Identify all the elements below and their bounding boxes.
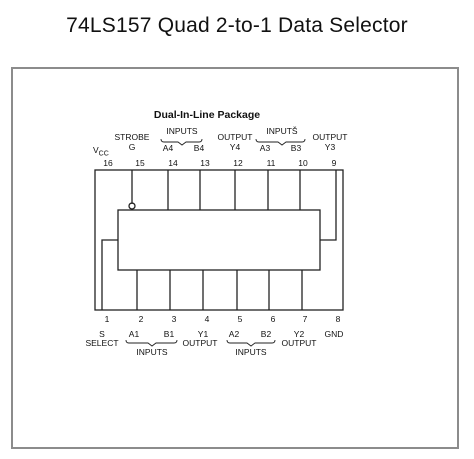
pin-6-label: B2 — [261, 329, 272, 339]
pin-4-label-line: OUTPUT — [183, 338, 218, 348]
pin-1-label-line: SELECT — [85, 338, 118, 348]
pin-4-number: 4 — [205, 314, 210, 324]
pin-12-number: 12 — [233, 158, 243, 168]
pin-7-label-line: OUTPUT — [282, 338, 317, 348]
bottom-inputs-1-brace — [125, 339, 178, 347]
pin-2-number: 2 — [139, 314, 144, 324]
pin-5-number: 5 — [238, 314, 243, 324]
pin-6-number: 6 — [271, 314, 276, 324]
diagram-frame — [11, 67, 459, 449]
pin-9-label-line: OUTPUT — [313, 132, 348, 142]
pin-16-label: VCC — [93, 145, 109, 158]
pin-1-label: S — [99, 329, 105, 339]
package-outline — [94, 169, 344, 311]
chip-body — [117, 209, 321, 271]
bottom-inputs-2-label: INPUTS — [235, 347, 267, 357]
strobe-inversion-bubble — [128, 202, 136, 210]
pin-7-label: Y2 — [294, 329, 305, 339]
pin-16-label-sub: CC — [99, 151, 109, 158]
package-title: Dual-In-Line Package — [154, 109, 260, 121]
pin-11-label: A3 — [260, 143, 271, 153]
pin-12-label: Y4 — [230, 142, 241, 152]
pin-8-label: GND — [325, 329, 344, 339]
pin-9-number: 9 — [332, 158, 337, 168]
pin-14-number: 14 — [168, 158, 178, 168]
page-title: 74LS157 Quad 2-to-1 Data Selector — [66, 14, 408, 37]
pin-3-number: 3 — [172, 314, 177, 324]
top-inputs-2-label: INPUTŠ — [266, 126, 298, 136]
pin-10-number: 10 — [298, 158, 308, 168]
top-inputs-2-brace — [255, 138, 306, 146]
pin-16-label-main: V — [93, 145, 99, 155]
pin-13-number: 13 — [200, 158, 210, 168]
pin-12-label-line: OUTPUT — [218, 132, 253, 142]
top-inputs-1-label: INPUTS — [166, 126, 198, 136]
pin-15-number: 15 — [135, 158, 145, 168]
pin-8-number: 8 — [336, 314, 341, 324]
pin-1-line — [101, 239, 118, 310]
pin-9-label: Y3 — [325, 142, 336, 152]
pin-9-line — [320, 170, 337, 241]
bottom-inputs-1-label: INPUTS — [136, 347, 168, 357]
pin-10-label: B3 — [291, 143, 302, 153]
pin-16-number: 16 — [103, 158, 113, 168]
pin-11-number: 11 — [267, 158, 276, 168]
pin-3-label: B1 — [164, 329, 175, 339]
pin-14-label: A4 — [163, 143, 174, 153]
pin-7-number: 7 — [303, 314, 308, 324]
pin-15-label: G — [129, 142, 136, 152]
pin-1-number: 1 — [105, 314, 110, 324]
pin-2-label: A1 — [129, 329, 140, 339]
pin-15-label-line: STROBE — [115, 132, 150, 142]
pin-4-label: Y1 — [198, 329, 209, 339]
bottom-inputs-2-brace — [226, 339, 276, 347]
top-inputs-1-brace — [160, 138, 203, 146]
pin-5-label: A2 — [229, 329, 240, 339]
pin-13-label: B4 — [194, 143, 205, 153]
